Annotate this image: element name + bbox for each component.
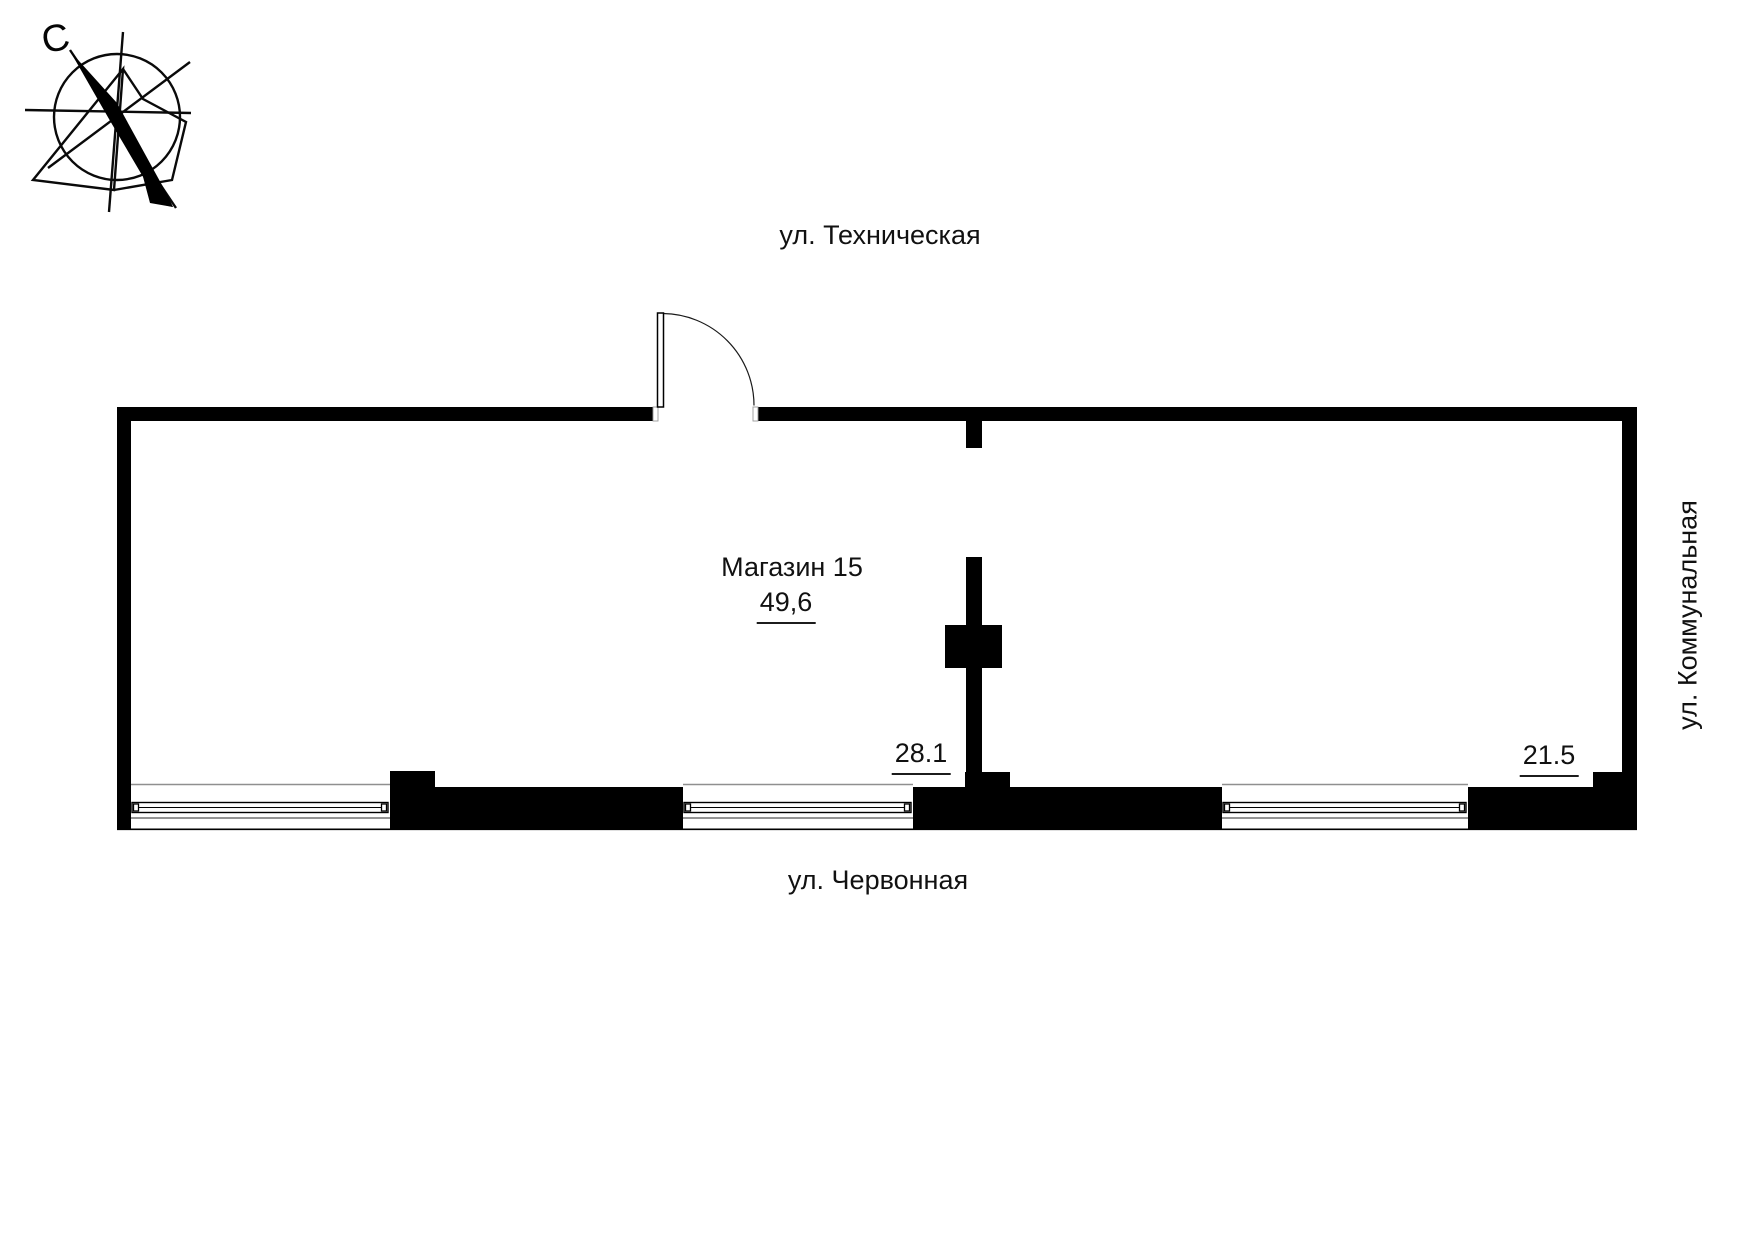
window-1 xyxy=(131,783,390,819)
door-swing-arc xyxy=(662,312,755,406)
partition-wall xyxy=(945,421,1002,787)
door-leaf xyxy=(656,312,665,408)
storefront-windows xyxy=(131,783,1468,819)
wall-top-left xyxy=(117,407,653,421)
street-label-top: ул. Техническая xyxy=(779,220,981,250)
compass-rose-icon xyxy=(24,31,192,213)
window-1-cap-left xyxy=(132,803,140,812)
window-2 xyxy=(683,783,913,819)
wall-bottom-pilaster-1 xyxy=(390,771,435,788)
room-area-right-value: 21.5 xyxy=(1519,740,1579,777)
window-1-cap-right xyxy=(380,803,388,812)
street-label-right: ул. Коммунальная xyxy=(1672,500,1703,730)
window-2-cap-left xyxy=(684,803,692,812)
partition-wall-lower xyxy=(966,557,982,787)
wall-bottom-pier-2 xyxy=(913,787,1222,830)
outer-walls xyxy=(117,407,1637,830)
wall-bottom-pier-3 xyxy=(1468,787,1622,830)
room-area-left-value: 28.1 xyxy=(891,738,951,775)
wall-top-right xyxy=(758,407,1637,421)
unit-name-label: Магазин 15 xyxy=(721,552,863,582)
window-3-cap-left xyxy=(1223,803,1231,812)
room-area-left: 28.1 xyxy=(891,738,951,775)
street-label-bottom: ул. Червонная xyxy=(787,865,969,895)
compass-needle xyxy=(70,51,173,207)
unit-total-area: 49,6 xyxy=(756,587,816,624)
wall-bottom-pilaster-3 xyxy=(1593,772,1622,788)
partition-column xyxy=(945,625,1002,668)
room-area-right: 21.5 xyxy=(1519,740,1579,777)
wall-bottom-pier-1 xyxy=(390,787,683,830)
entrance-door xyxy=(652,312,759,422)
unit-total-area-value: 49,6 xyxy=(756,587,816,624)
window-3-cap-right xyxy=(1458,803,1466,812)
wall-right xyxy=(1622,407,1637,830)
door-jamb-right xyxy=(752,406,759,422)
door-jamb-left xyxy=(652,406,659,422)
window-2-cap-right xyxy=(903,803,911,812)
window-3 xyxy=(1222,783,1468,819)
compass-needle-tip xyxy=(138,158,173,207)
wall-left xyxy=(117,407,131,830)
compass-circle xyxy=(52,52,182,182)
compass-kite-left xyxy=(30,65,125,192)
partition-stub-top xyxy=(966,421,982,448)
